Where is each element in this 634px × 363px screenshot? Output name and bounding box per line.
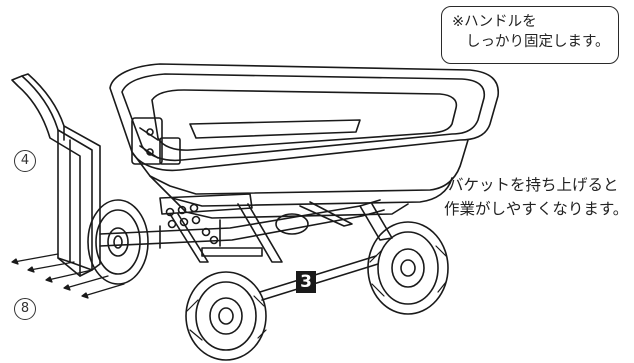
front-right-wheel [367,221,449,315]
rear-left-wheel [87,199,149,285]
handle-note-box: ※ハンドルを しっかり固定します。 [441,6,619,64]
handle-frame [11,73,101,277]
rear-right-wheel [275,213,309,235]
step-number-badge: 3 [296,271,316,293]
tilt-bracket [131,117,181,165]
bucket-caption-line2: 作業がしやすくなります。 [444,200,629,218]
loose-bolts [11,253,125,299]
dump-bucket [109,63,499,219]
bucket-caption-line1: バケットを持ち上げると [448,176,619,194]
frame-bolts [165,203,219,245]
front-axle [259,255,379,301]
chassis-frame [99,193,393,263]
handle-note-line1: ※ハンドルを [452,14,537,30]
bucket-caption: バケットを持ち上げると 作業がしやすくなります。 [444,173,628,221]
callout-handle: 4 [14,150,36,172]
front-left-wheel [185,271,267,361]
handle-note-line2: しっかり固定します。 [466,34,610,50]
callout-bolts: 8 [14,298,36,320]
